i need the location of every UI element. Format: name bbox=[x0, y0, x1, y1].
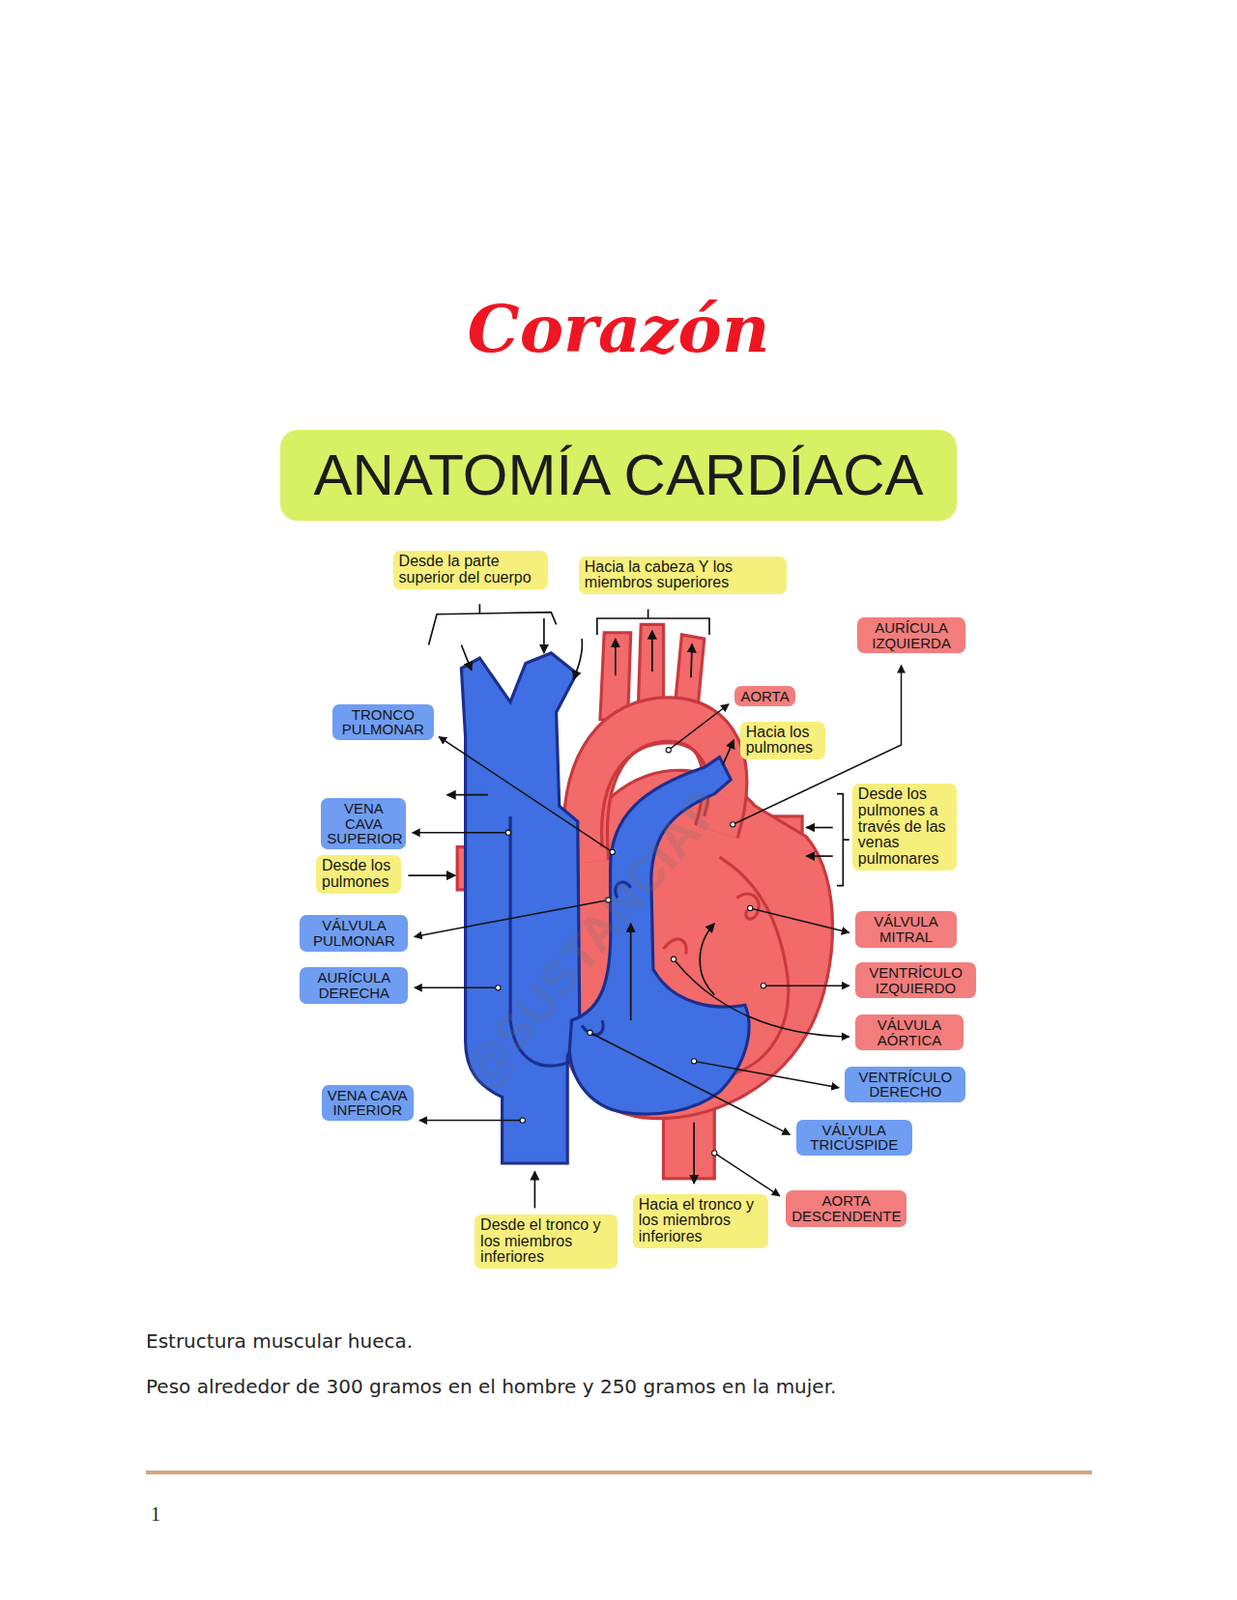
leader-line bbox=[749, 908, 849, 933]
leader-line bbox=[668, 704, 729, 751]
flow-arrow bbox=[460, 644, 472, 670]
label-text: AORTA DESCENDENTE bbox=[791, 1193, 901, 1225]
part-label: TRONCO PULMONAR bbox=[332, 704, 434, 742]
leader-line bbox=[714, 1152, 780, 1196]
flow-note: Hacia el tronco y los miembros inferiore… bbox=[632, 1194, 769, 1249]
label-text: AORTA bbox=[740, 689, 789, 705]
part-label: AURÍCULA DERECHA bbox=[299, 967, 408, 1005]
label-text: VÁLVULA MITRAL bbox=[861, 914, 951, 946]
label-text: Desde los pulmones a través de las venas… bbox=[858, 786, 951, 868]
label-text: VENA CAVA INFERIOR bbox=[327, 1088, 408, 1120]
label-text: Hacia los pulmones bbox=[746, 724, 820, 758]
label-text: Desde el tronco y los miembros inferiore… bbox=[480, 1217, 612, 1266]
label-text: VÁLVULA TRICÚSPIDE bbox=[802, 1122, 907, 1154]
label-text: Hacia la cabeza Y los miembros superiore… bbox=[584, 559, 781, 593]
flow-arrow bbox=[692, 1122, 695, 1184]
leader-dot bbox=[712, 1150, 718, 1156]
aortic-valve bbox=[662, 939, 687, 955]
flow-arrow bbox=[651, 631, 654, 672]
flow-arrow bbox=[543, 618, 546, 654]
bracket bbox=[429, 604, 557, 645]
label-text: VÁLVULA AÓRTICA bbox=[861, 1017, 958, 1049]
flow-arrow bbox=[614, 638, 617, 676]
flow-arrow bbox=[407, 874, 456, 877]
leader-dot bbox=[665, 747, 671, 753]
bracket bbox=[597, 608, 710, 634]
section-band: ANATOMÍA CARDÍACA bbox=[280, 430, 956, 521]
flow-arrow bbox=[722, 740, 735, 766]
leader-dot bbox=[691, 1059, 697, 1065]
page-number: 1 bbox=[150, 1502, 161, 1526]
leader-dot bbox=[587, 1030, 593, 1036]
leader-dot bbox=[609, 849, 615, 855]
page-title: Corazón bbox=[0, 289, 1237, 370]
label-text: Desde los pulmones bbox=[321, 858, 396, 892]
part-label: VÁLVULA TRICÚSPIDE bbox=[796, 1120, 913, 1157]
leader-dot bbox=[760, 983, 766, 989]
leader-lines bbox=[412, 665, 902, 1197]
part-label: VÁLVULA AÓRTICA bbox=[855, 1014, 964, 1052]
part-label: AURÍCULA IZQUIERDA bbox=[857, 617, 966, 655]
flow-arrow bbox=[805, 855, 833, 858]
leader-line bbox=[419, 1120, 523, 1122]
body-text: Peso alrededor de 300 gramos en el hombr… bbox=[145, 1375, 836, 1399]
leader-line bbox=[763, 984, 850, 986]
label-text: AURÍCULA IZQUIERDA bbox=[863, 620, 960, 652]
label-text: VENTRÍCULO DERECHO bbox=[850, 1069, 960, 1101]
part-label: AORTA bbox=[734, 686, 795, 708]
leader-line bbox=[414, 987, 499, 989]
leader-dot bbox=[730, 822, 736, 828]
body-text: Estructura muscular hueca. bbox=[145, 1329, 413, 1353]
part-label: VENA CAVA SUPERIOR bbox=[320, 798, 406, 850]
flow-note: Desde la parte superior del cuerpo bbox=[393, 550, 548, 590]
flow-arrow bbox=[447, 794, 489, 797]
flow-arrow bbox=[574, 638, 583, 680]
label-text: AURÍCULA DERECHA bbox=[305, 970, 403, 1002]
tricuspid-valve bbox=[581, 1020, 604, 1036]
label-text: VÁLVULA PULMONAR bbox=[305, 918, 403, 950]
label-text: VENTRÍCULO IZQUIERDO bbox=[861, 965, 971, 997]
leader-dot bbox=[519, 1118, 525, 1123]
leader-dot bbox=[505, 830, 511, 835]
label-text: Hacia el tronco y los miembros inferiore… bbox=[638, 1197, 763, 1246]
flow-note: Hacia los pulmones bbox=[740, 721, 826, 761]
flow-arrow bbox=[699, 923, 715, 996]
flow-arrow bbox=[690, 643, 692, 678]
part-label: AORTA DESCENDENTE bbox=[785, 1190, 907, 1228]
footer-rule bbox=[145, 1470, 1093, 1475]
flow-note: Desde el tronco y los miembros inferiore… bbox=[474, 1214, 618, 1269]
leader-line bbox=[438, 737, 613, 853]
flow-arrow bbox=[805, 827, 833, 830]
part-label: VENA CAVA INFERIOR bbox=[321, 1085, 414, 1122]
flow-arrow bbox=[534, 1171, 537, 1209]
leader-line bbox=[412, 832, 509, 834]
heart-drawing bbox=[407, 604, 901, 1209]
label-text: TRONCO PULMONAR bbox=[338, 707, 429, 739]
part-label: VÁLVULA MITRAL bbox=[855, 911, 957, 949]
leader-line bbox=[693, 1061, 839, 1088]
flow-note: Desde los pulmones bbox=[316, 855, 402, 894]
leader-line bbox=[673, 959, 850, 1037]
flow-note: Desde los pulmones a través de las venas… bbox=[852, 783, 957, 871]
label-text: ANATOMÍA CARDÍACA bbox=[313, 443, 923, 508]
leader-line bbox=[589, 1033, 790, 1136]
leader-dot bbox=[747, 905, 753, 911]
part-label: VENTRÍCULO DERECHO bbox=[844, 1066, 966, 1104]
flow-note: Hacia la cabeza Y los miembros superiore… bbox=[578, 556, 787, 596]
bracket bbox=[836, 794, 850, 887]
part-label: VENTRÍCULO IZQUIERDO bbox=[855, 962, 977, 1000]
label-text: Desde la parte superior del cuerpo bbox=[399, 553, 543, 587]
mitral-valve bbox=[737, 893, 760, 920]
label-text: VENA CAVA SUPERIOR bbox=[326, 801, 401, 847]
part-label: VÁLVULA PULMONAR bbox=[299, 915, 408, 952]
leader-dot bbox=[670, 956, 676, 962]
flow-arrow bbox=[630, 923, 633, 1021]
leader-dot bbox=[495, 985, 501, 991]
